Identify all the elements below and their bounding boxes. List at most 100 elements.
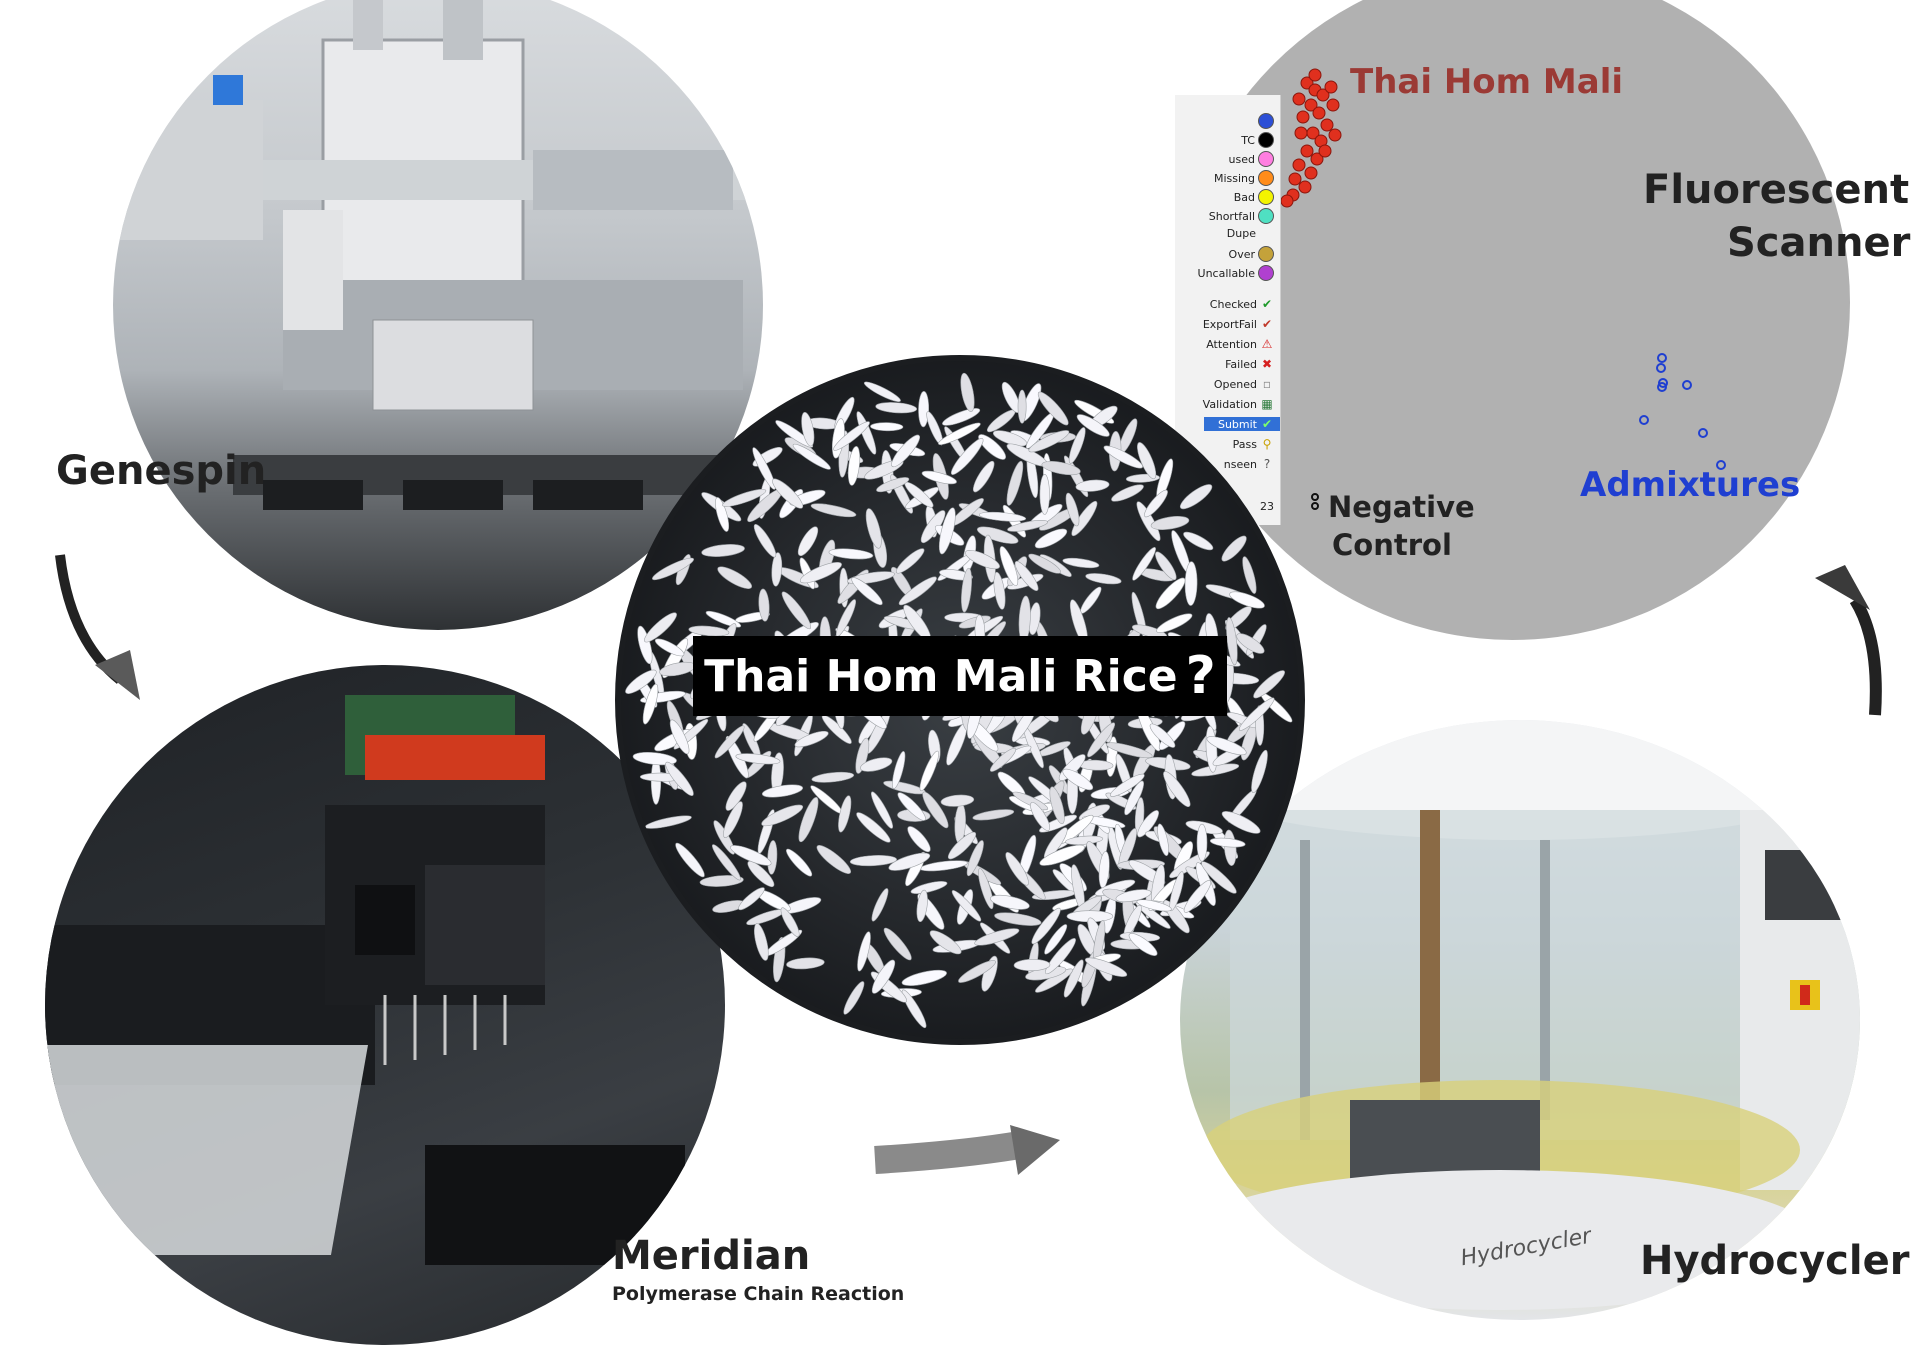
- rice-grain: [669, 719, 690, 755]
- rice-grain: [1118, 828, 1137, 869]
- rice-grain: [1049, 786, 1065, 825]
- rice-grain: [786, 957, 825, 970]
- rice-grain: [1221, 535, 1247, 562]
- rice-grain: [974, 928, 1020, 946]
- legend-status-checked: Checked✔: [1209, 297, 1273, 311]
- rice-grain: [1006, 460, 1024, 506]
- rice-grain: [758, 588, 770, 622]
- rice-grain: [838, 795, 852, 833]
- rice-grain: [1014, 561, 1039, 591]
- submit-icon: ✔: [1261, 417, 1273, 431]
- center-title-text: Thai Hom Mali Rice: [704, 650, 1178, 702]
- rice-grain: [860, 757, 893, 772]
- rice-grain: [891, 434, 920, 468]
- legend-status-submit[interactable]: Submit✔: [1203, 417, 1280, 431]
- rice-grain: [1034, 528, 1068, 549]
- rice-grain: [637, 625, 653, 665]
- rice-grain: [922, 791, 949, 829]
- rice-grain: [1251, 749, 1268, 793]
- legend-item: used: [1229, 151, 1274, 167]
- rice-grain: [961, 567, 972, 613]
- negative-control-points: [1311, 493, 1319, 510]
- rice-grain: [1065, 835, 1104, 845]
- rice-grain: [688, 625, 730, 637]
- rice-grain: [1163, 771, 1191, 808]
- rice-grain: [863, 381, 901, 402]
- rice-grain: [1196, 823, 1208, 862]
- rice-grain: [1039, 844, 1085, 866]
- rice-grain: [892, 751, 906, 789]
- legend-status-failed: Failed✖: [1225, 357, 1273, 371]
- rice-grain: [1037, 391, 1069, 426]
- rice-grain: [1039, 473, 1050, 515]
- rice-grain: [1155, 577, 1186, 610]
- rice-grain: [792, 443, 831, 470]
- rice-grain: [918, 391, 930, 428]
- rice-grain: [1150, 516, 1190, 530]
- rice-grain: [761, 784, 804, 798]
- rice-grain: [1044, 924, 1068, 955]
- rice-grain: [1017, 389, 1027, 424]
- rice-grain: [1028, 553, 1061, 574]
- rice-grain: [1084, 957, 1128, 977]
- rice-grain: [828, 548, 874, 560]
- arrow-hydrocycler-to-scanner: [1815, 565, 1882, 716]
- rice-grain: [753, 524, 777, 558]
- scatter-points: [1280, 68, 1726, 510]
- rice-grain: [901, 989, 927, 1029]
- rice-grain: [972, 460, 995, 493]
- rice-grain: [965, 550, 1000, 570]
- check-fail-icon: ✔: [1261, 317, 1273, 331]
- legend-status-unseen: nseen?: [1224, 457, 1274, 471]
- rice-grain: [978, 868, 994, 910]
- rice-grain: [950, 438, 984, 475]
- rice-grain: [1137, 810, 1159, 838]
- rice-grain: [875, 402, 918, 414]
- rice-grain: [1157, 823, 1169, 857]
- legend-item: [1255, 113, 1274, 129]
- rice-grain: [1156, 613, 1193, 633]
- rice-grain: [705, 610, 742, 628]
- rice-grain: [1071, 500, 1098, 537]
- rice-grain: [938, 507, 956, 555]
- rice-grain: [907, 826, 931, 853]
- rice-grain: [799, 561, 842, 584]
- rice-grain: [916, 889, 928, 923]
- rice-grain: [1005, 852, 1029, 886]
- rice-grain: [1179, 484, 1213, 510]
- rice-grain: [1149, 723, 1176, 748]
- plot-legend-panel: TC used Missing Bad Shortfall Dupe Over …: [1175, 95, 1281, 525]
- center-title: Thai Hom Mali Rice ?: [693, 636, 1227, 716]
- rice-grain: [1065, 492, 1080, 527]
- rice-grain: [1109, 773, 1145, 797]
- rice-grain: [994, 912, 1042, 926]
- rice-grain: [942, 408, 981, 426]
- rice-grain: [735, 753, 781, 765]
- rice-grain: [1253, 670, 1285, 699]
- rice-grain: [1085, 573, 1122, 585]
- rice-grain: [717, 566, 753, 589]
- rice-grain: [1082, 815, 1126, 829]
- rice-grain: [1226, 617, 1238, 666]
- rice-grain: [738, 887, 765, 911]
- rice-grain: [1115, 889, 1152, 903]
- rice-grain: [644, 612, 677, 643]
- rice-grain: [811, 771, 855, 783]
- rice-grain: [849, 855, 897, 867]
- rice-grain: [1076, 414, 1110, 437]
- rice-grain: [652, 557, 694, 581]
- rice-grain: [1012, 791, 1049, 811]
- rice-grain: [767, 840, 778, 875]
- rice-grain: [895, 548, 925, 574]
- rice-grain: [632, 752, 677, 766]
- rice-grain: [1132, 547, 1156, 581]
- rice-grain: [993, 571, 1006, 610]
- rice-grain: [843, 981, 865, 1015]
- rice-grain: [1103, 445, 1143, 469]
- rice-grain: [730, 845, 772, 866]
- rice-grain: [722, 488, 767, 507]
- rice-grain: [855, 737, 870, 774]
- rice-grain: [871, 888, 889, 922]
- rice-grain: [747, 860, 775, 888]
